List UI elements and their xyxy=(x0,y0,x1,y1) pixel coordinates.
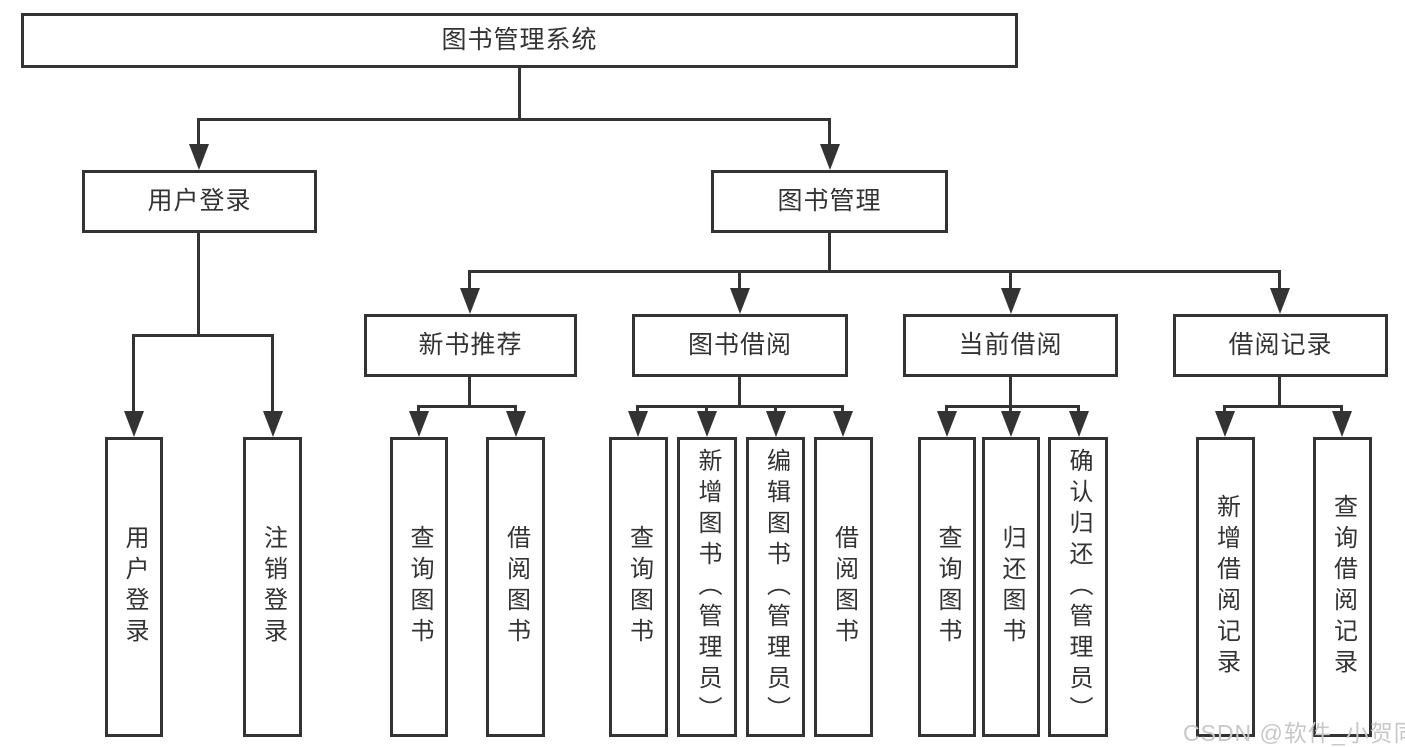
node-records-search-record: 查询借阅记录 xyxy=(1313,437,1372,737)
node-recommend-search-book: 查询图书 xyxy=(390,437,448,737)
arrow-down-icon xyxy=(833,411,853,437)
connector-line xyxy=(197,233,200,337)
connector-line xyxy=(197,118,200,152)
connector-line xyxy=(468,270,1281,273)
node-current-return-book: 归还图书 xyxy=(982,437,1040,737)
node-borrow-edit-book-admin: 编辑图书（管理员） xyxy=(746,437,805,737)
arrow-down-icon xyxy=(409,411,429,437)
connector-line xyxy=(1278,377,1281,408)
connector-line xyxy=(468,270,471,295)
node-borrow-records: 借阅记录 xyxy=(1173,314,1388,377)
arrow-down-icon xyxy=(1332,411,1352,437)
connector-line xyxy=(828,233,831,273)
arrow-down-icon xyxy=(460,288,480,314)
connector-line xyxy=(1278,270,1281,295)
node-logout-action: 注销登录 xyxy=(243,437,302,737)
arrow-down-icon xyxy=(766,411,786,437)
connector-line xyxy=(945,405,1080,408)
connector-line xyxy=(417,405,517,408)
connector-line xyxy=(518,68,521,121)
connector-line xyxy=(132,334,274,337)
node-recommend-borrow-book: 借阅图书 xyxy=(486,437,545,737)
arrow-down-icon xyxy=(1215,411,1235,437)
arrow-down-icon xyxy=(697,411,717,437)
connector-line xyxy=(271,334,274,414)
connector-line xyxy=(468,377,471,408)
connector-line xyxy=(1009,377,1012,408)
node-login-action: 用户登录 xyxy=(105,437,163,737)
connector-line xyxy=(828,118,831,152)
connector-line xyxy=(738,377,741,408)
arrow-down-icon xyxy=(189,144,209,170)
connector-line xyxy=(636,405,844,408)
csdn-watermark: CSDN @软件_小贺同学 xyxy=(1183,720,1405,746)
arrow-down-icon xyxy=(263,411,283,437)
arrow-down-icon xyxy=(506,411,526,437)
connector-line xyxy=(132,334,135,414)
arrow-down-icon xyxy=(1001,411,1021,437)
node-records-add-record: 新增借阅记录 xyxy=(1196,437,1255,737)
node-borrow-borrow-book: 借阅图书 xyxy=(814,437,873,737)
arrow-down-icon xyxy=(730,288,750,314)
connector-line xyxy=(1009,270,1012,295)
node-borrow-search-book: 查询图书 xyxy=(609,437,668,737)
connector-line xyxy=(738,270,741,295)
node-user-login: 用户登录 xyxy=(82,170,317,233)
arrow-down-icon xyxy=(820,144,840,170)
arrow-down-icon xyxy=(937,411,957,437)
node-book-borrow: 图书借阅 xyxy=(632,314,848,377)
arrow-down-icon xyxy=(1270,288,1290,314)
connector-line xyxy=(197,118,831,121)
arrow-down-icon xyxy=(1069,411,1089,437)
arrow-down-icon xyxy=(124,411,144,437)
node-borrow-add-book-admin: 新增图书（管理员） xyxy=(677,437,737,737)
arrow-down-icon xyxy=(628,411,648,437)
node-current-confirm-return-admin: 确认归还（管理员） xyxy=(1048,437,1108,737)
node-library-system: 图书管理系统 xyxy=(21,13,1018,68)
arrow-down-icon xyxy=(1001,288,1021,314)
connector-line xyxy=(1223,405,1343,408)
node-book-management: 图书管理 xyxy=(711,170,948,233)
node-current-borrow: 当前借阅 xyxy=(903,314,1118,377)
node-current-search-book: 查询图书 xyxy=(918,437,976,737)
node-new-book-recommend: 新书推荐 xyxy=(364,314,577,377)
